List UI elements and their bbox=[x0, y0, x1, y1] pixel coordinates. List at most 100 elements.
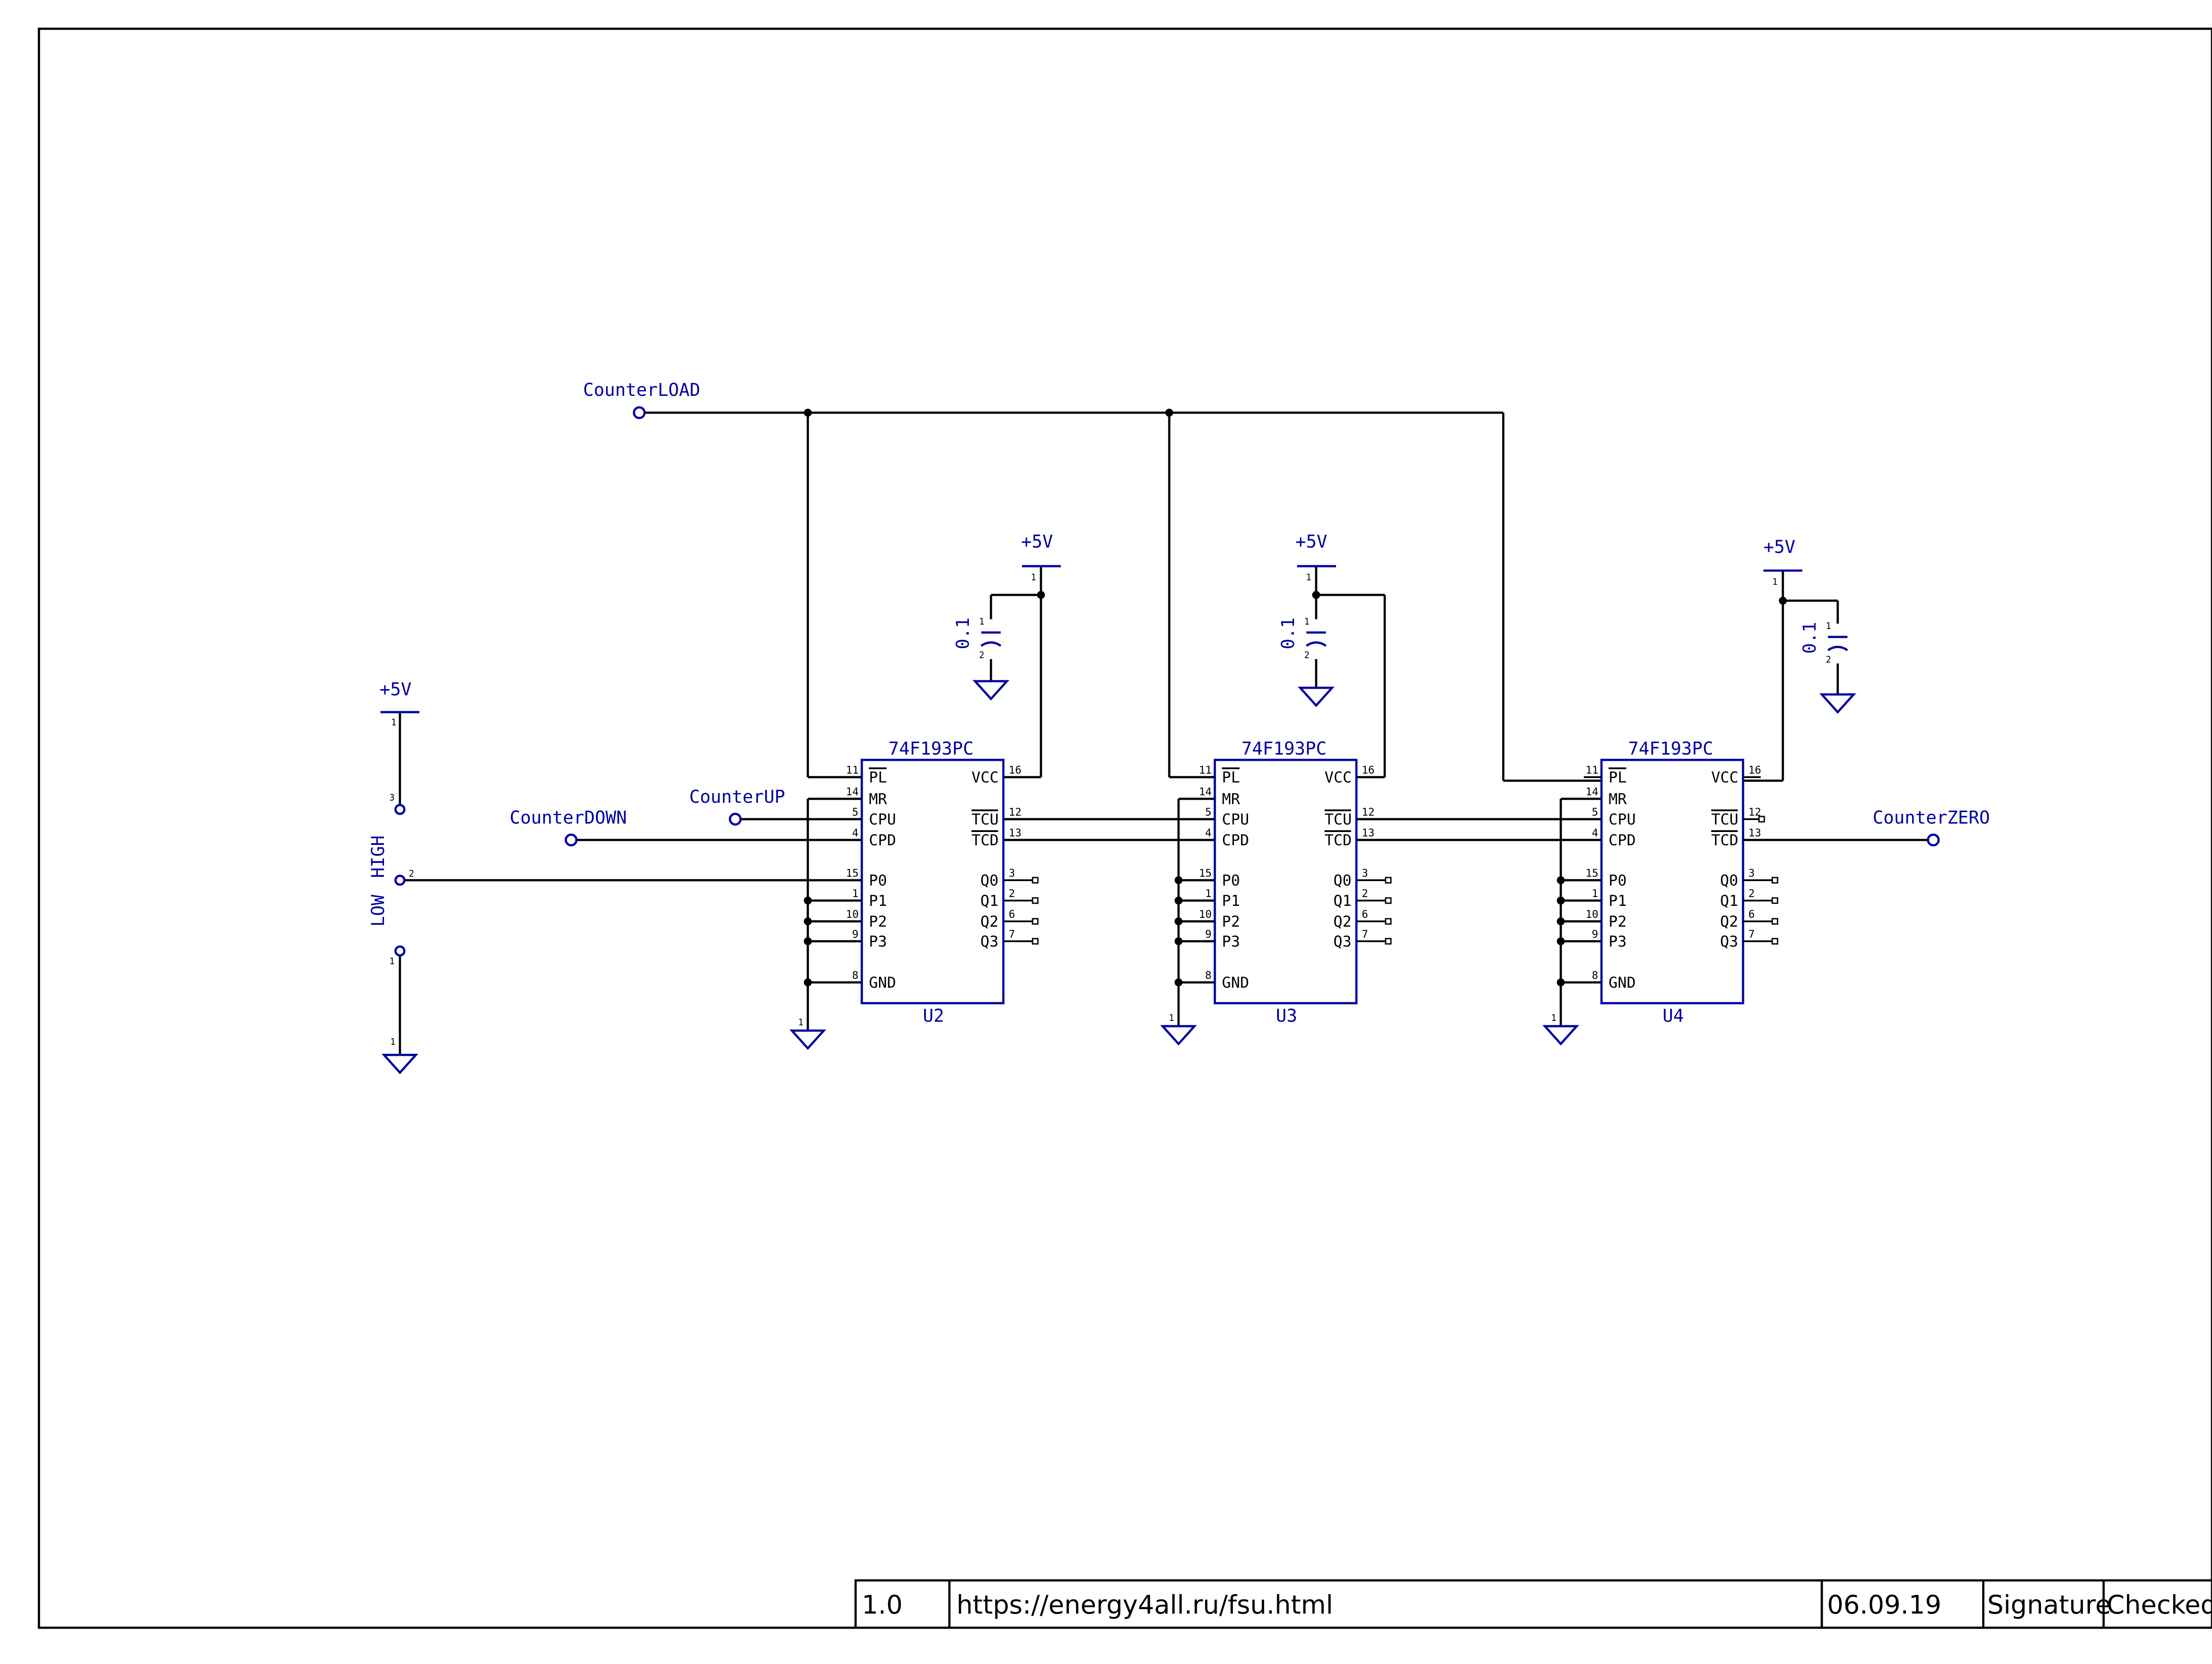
pin-name: P1 bbox=[1609, 892, 1627, 910]
pin-name: GND bbox=[1222, 974, 1249, 992]
pin-number: 5 bbox=[1205, 806, 1211, 818]
pin-name: TCU bbox=[972, 811, 998, 828]
net-labels: CounterLOAD CounterUP CounterDOWN Counte… bbox=[510, 380, 1990, 847]
chip-reference: U3 bbox=[1276, 1006, 1297, 1026]
svg-text:1: 1 bbox=[389, 956, 395, 966]
chip-grounds: 1 1 1 bbox=[789, 1012, 1579, 1050]
chip-body bbox=[860, 759, 1005, 1005]
u2-cap-value: 0.1 bbox=[953, 617, 973, 649]
pin-test-point bbox=[1032, 918, 1039, 925]
pin-name: TCU bbox=[1325, 811, 1352, 828]
pin-number: 2 bbox=[1009, 887, 1015, 900]
pin-name: P3 bbox=[1609, 933, 1627, 951]
pin-test-point bbox=[1385, 877, 1392, 884]
pin-number: 1 bbox=[852, 887, 858, 900]
revision-text: 1.0 bbox=[862, 1590, 902, 1620]
u4-ground-icon bbox=[1542, 1025, 1579, 1046]
pin-test-point bbox=[1771, 938, 1778, 945]
pin-number: 2 bbox=[1748, 887, 1755, 900]
pin-name: P0 bbox=[1222, 872, 1240, 890]
svg-text:2: 2 bbox=[979, 650, 984, 660]
pin-test-point bbox=[1032, 938, 1039, 945]
chip-part-number: 74F193PC bbox=[1241, 739, 1327, 759]
svg-text:1: 1 bbox=[1031, 572, 1036, 583]
pin-number: 14 bbox=[846, 786, 859, 798]
counter-zero-port bbox=[1927, 833, 1940, 847]
pin-number: 15 bbox=[1586, 867, 1598, 879]
svg-text:1: 1 bbox=[1826, 621, 1831, 631]
pin-number: 12 bbox=[1009, 806, 1022, 818]
pin-name: TCD bbox=[1325, 832, 1352, 849]
pin-name: GND bbox=[869, 974, 896, 992]
pin-name: MR bbox=[1609, 790, 1627, 808]
pin-name: TCU bbox=[1711, 811, 1738, 828]
pin-test-point bbox=[1032, 897, 1039, 904]
pin-number: 16 bbox=[1748, 764, 1761, 776]
date-text: 06.09.19 bbox=[1827, 1590, 1941, 1620]
url-text: https://energy4all.ru/fsu.html bbox=[956, 1590, 1333, 1620]
pin-name: Q1 bbox=[1720, 892, 1738, 910]
counter-chips: 74F193PCU2PL11MR14CPU5CPD4P015P11P210P39… bbox=[844, 739, 1778, 1026]
pin-name: PL bbox=[869, 769, 887, 786]
pin-name: MR bbox=[869, 790, 887, 808]
pin-number: 12 bbox=[1748, 806, 1761, 818]
pin-name: Q3 bbox=[1720, 933, 1738, 951]
pin-name: CPU bbox=[869, 811, 896, 828]
pin-test-point bbox=[1771, 918, 1778, 925]
pin-name: P1 bbox=[1222, 892, 1240, 910]
pin-number: 11 bbox=[846, 764, 859, 776]
svg-text:1: 1 bbox=[798, 1017, 803, 1028]
low-high-switch: +5V 1 3 2 1 LOW HIGH 1 bbox=[368, 679, 419, 1074]
u2-vcc-label: +5V bbox=[1021, 532, 1053, 552]
u3-ground-icon bbox=[1160, 1025, 1197, 1046]
counter-load-port bbox=[633, 406, 646, 419]
svg-text:1: 1 bbox=[1169, 1012, 1174, 1023]
pin-number: 5 bbox=[852, 806, 858, 818]
pin-test-point bbox=[1758, 816, 1765, 823]
chip-u3: 74F193PCU3PL11MR14CPU5CPD4P015P11P210P39… bbox=[1197, 739, 1392, 1026]
chip-reference: U4 bbox=[1663, 1006, 1684, 1026]
u2-cap-ground-icon bbox=[972, 680, 1010, 701]
pin-name: Q1 bbox=[980, 892, 998, 910]
junctions bbox=[804, 409, 1787, 986]
svg-text:1: 1 bbox=[1772, 576, 1778, 587]
pin-number: 8 bbox=[852, 969, 858, 982]
pin-name: P2 bbox=[1222, 913, 1240, 931]
pin-name: Q2 bbox=[980, 913, 998, 931]
pin-number: 8 bbox=[1592, 969, 1598, 982]
svg-text:1: 1 bbox=[1304, 616, 1310, 627]
pin-number: 3 bbox=[1009, 867, 1015, 879]
wires bbox=[399, 411, 1933, 1055]
title-block: 1.0 https://energy4all.ru/fsu.html 06.09… bbox=[854, 1579, 2212, 1629]
counter-up-port bbox=[729, 813, 742, 826]
pin-number: 10 bbox=[1586, 908, 1598, 920]
pin-name: Q3 bbox=[1333, 933, 1352, 951]
pin-number: 4 bbox=[1592, 827, 1598, 839]
pin-number: 1 bbox=[1592, 887, 1598, 900]
svg-text:2: 2 bbox=[1304, 650, 1310, 660]
chip-part-number: 74F193PC bbox=[888, 739, 974, 759]
u3-vcc-label: +5V bbox=[1295, 532, 1327, 552]
pin-number: 13 bbox=[1009, 827, 1022, 839]
pin-number: 1 bbox=[1205, 887, 1211, 900]
pin-number: 9 bbox=[852, 928, 858, 940]
pin-number: 10 bbox=[1199, 908, 1212, 920]
counter-zero-label: CounterZERO bbox=[1873, 808, 1990, 828]
pin-number: 10 bbox=[846, 908, 859, 920]
pin-name: Q2 bbox=[1720, 913, 1738, 931]
counter-down-port bbox=[565, 833, 578, 847]
pin-number: 5 bbox=[1592, 806, 1598, 818]
pin-name: P3 bbox=[869, 933, 887, 951]
pin-name: Q0 bbox=[1333, 872, 1352, 890]
pin-test-point bbox=[1032, 877, 1039, 884]
pin-number: 16 bbox=[1362, 764, 1375, 776]
switch-vcc-label: +5V bbox=[380, 679, 411, 700]
pin-number: 9 bbox=[1205, 928, 1211, 940]
svg-text:1: 1 bbox=[391, 717, 396, 728]
pin-name: Q3 bbox=[980, 933, 998, 951]
counter-up-label: CounterUP bbox=[689, 787, 785, 807]
svg-text:3: 3 bbox=[389, 792, 395, 803]
drawing-frame bbox=[38, 27, 2212, 1629]
pin-number: 15 bbox=[1199, 867, 1212, 879]
pin-number: 14 bbox=[1199, 786, 1212, 798]
